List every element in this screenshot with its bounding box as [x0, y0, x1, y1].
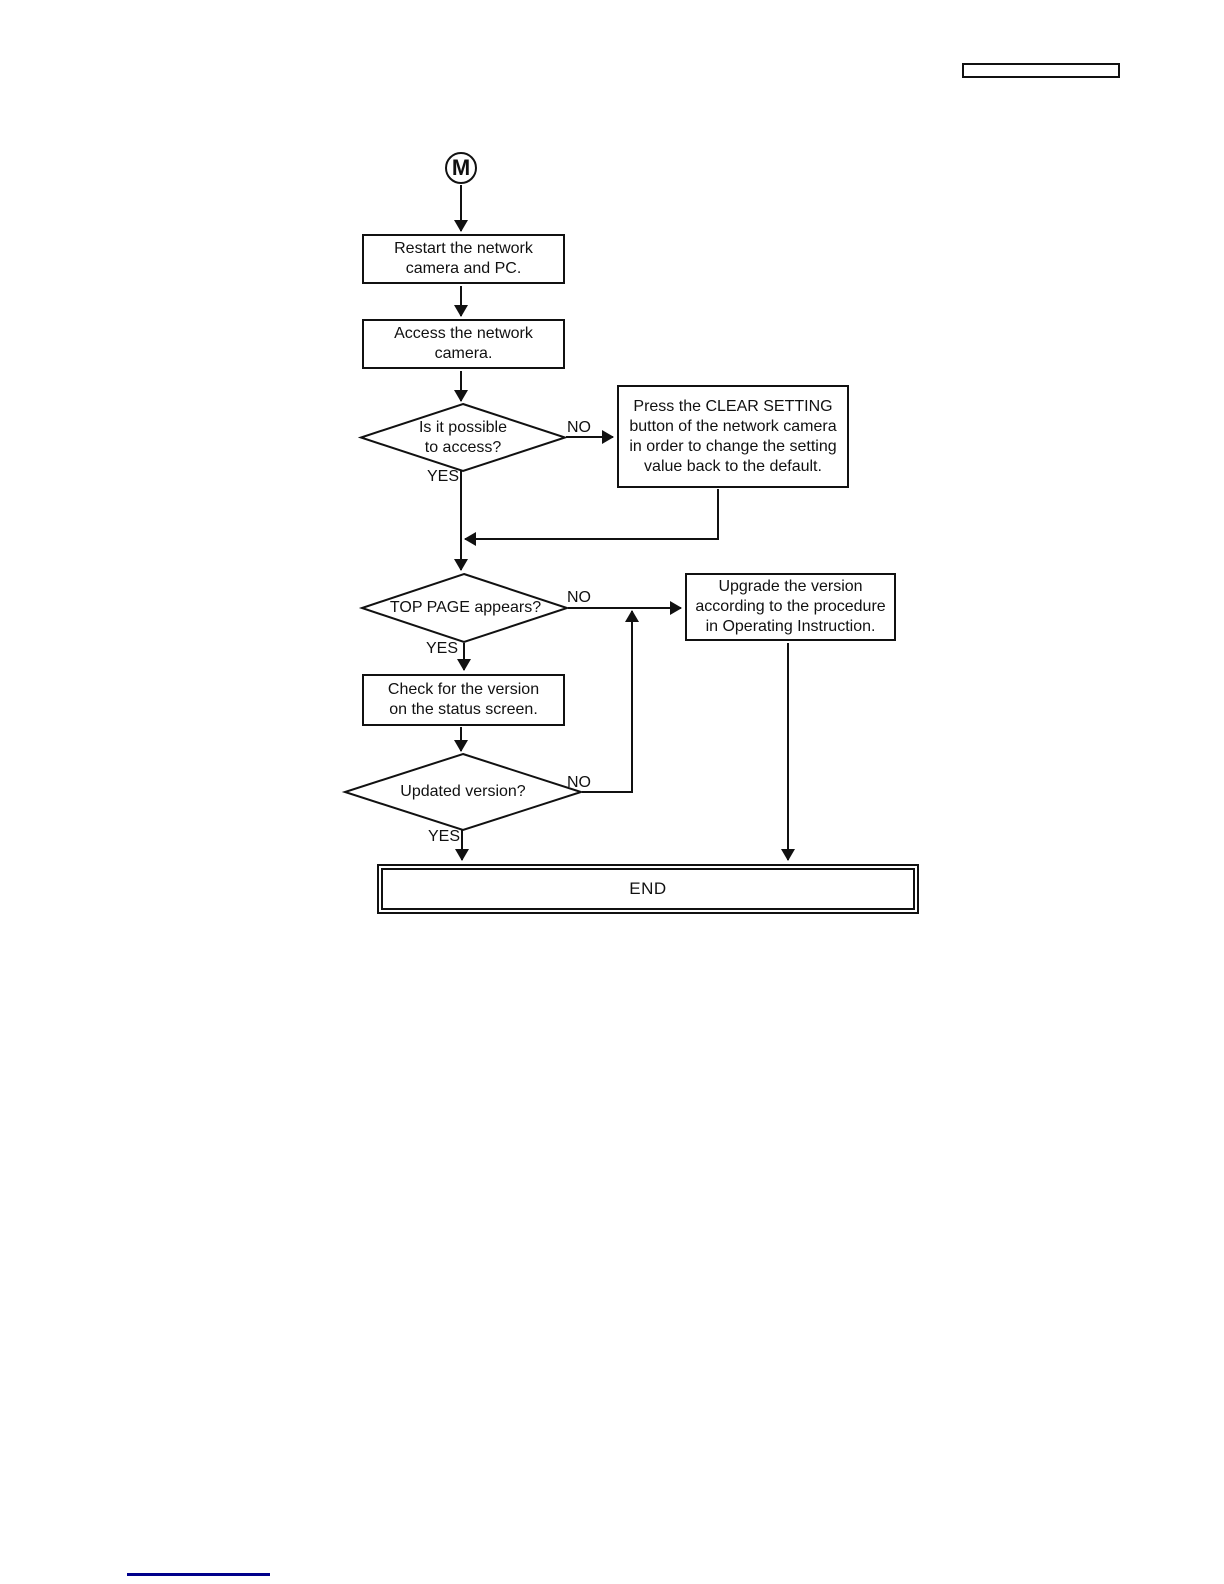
node-clear-setting-label: Press the CLEAR SETTING button of the ne… [629, 397, 837, 475]
label-yes-access: YES [426, 468, 459, 485]
node-check-version-label: Check for the version on the status scre… [387, 681, 540, 718]
decision-top-page: TOP PAGE appears? [364, 582, 567, 634]
connector-m: M [445, 152, 477, 184]
node-end: END [377, 864, 919, 914]
edge-clear-setting-merge [464, 489, 719, 546]
decision-updated-version: Updated version? [363, 766, 563, 818]
connector-m-label: M [451, 155, 471, 180]
decision-updated-shape [341, 752, 585, 832]
node-end-inner: END [381, 868, 915, 910]
decision-updated-version-label: Updated version? [400, 783, 526, 800]
node-access-camera: Access the network camera. [362, 319, 565, 369]
decision-toppage-shape [358, 572, 571, 644]
label-yes-updated: YES [427, 828, 460, 845]
decision-top-page-label: TOP PAGE appears? [389, 599, 542, 616]
decision-access-possible-label: Is it possible to access? [418, 418, 508, 456]
node-restart-camera: Restart the network camera and PC. [362, 234, 565, 284]
node-upgrade-version-label: Upgrade the version according to the pro… [695, 578, 886, 635]
label-yes-toppage: YES [425, 640, 458, 657]
footer-link-underline[interactable] [127, 1573, 270, 1576]
label-no-toppage: NO [567, 589, 591, 606]
label-no-updated: NO [567, 774, 591, 791]
node-access-camera-label: Access the network camera. [394, 325, 533, 362]
node-check-version: Check for the version on the status scre… [362, 674, 565, 726]
node-upgrade-version: Upgrade the version according to the pro… [685, 573, 896, 641]
decision-access-possible: Is it possible to access? [363, 411, 563, 464]
label-no-access: NO [567, 419, 591, 436]
reference-box [962, 63, 1120, 78]
decision-access-shape [357, 402, 569, 473]
node-clear-setting: Press the CLEAR SETTING button of the ne… [617, 385, 849, 488]
edge-updated-no-merge [582, 610, 639, 793]
node-end-label: END [629, 879, 667, 898]
node-restart-camera-label: Restart the network camera and PC. [394, 240, 533, 277]
